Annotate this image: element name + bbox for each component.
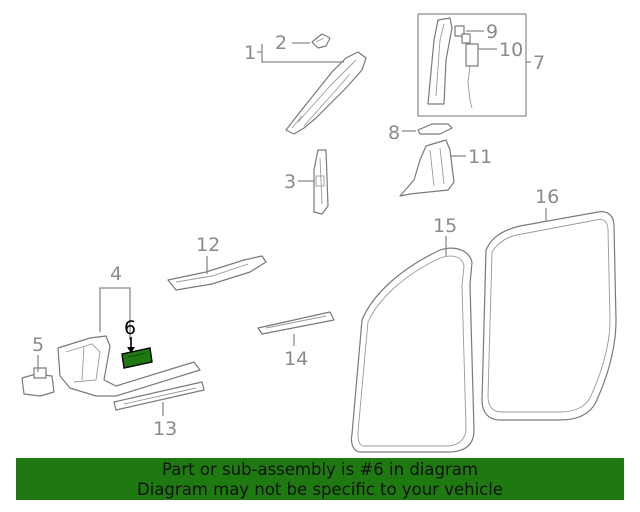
callout-5[interactable]: 5: [32, 334, 44, 356]
part-9-clip[interactable]: [454, 25, 471, 44]
part-6-highlighted[interactable]: [121, 347, 153, 369]
callout-4[interactable]: 4: [110, 263, 122, 285]
inset-box: [417, 13, 527, 117]
part-5-clip[interactable]: [21, 367, 55, 397]
part-8-bracket[interactable]: [417, 123, 453, 135]
callout-10[interactable]: 10: [499, 39, 523, 61]
callout-2[interactable]: 2: [275, 32, 287, 54]
part-16-rear-door-seal[interactable]: [481, 211, 617, 421]
part-1-a-pillar-trim[interactable]: [285, 51, 367, 135]
callout-11[interactable]: 11: [468, 146, 492, 168]
callout-3[interactable]: 3: [284, 171, 296, 193]
part-12-scuff-plate[interactable]: [167, 255, 267, 291]
banner-line-1: Part or sub-assembly is #6 in diagram: [162, 460, 478, 479]
callout-6[interactable]: 6: [124, 317, 136, 339]
callout-12[interactable]: 12: [196, 234, 220, 256]
callout-14[interactable]: 14: [284, 348, 308, 370]
leader-6-arrowhead: [127, 347, 135, 353]
callout-8[interactable]: 8: [388, 122, 400, 144]
part-4-rocker-trim[interactable]: [57, 335, 201, 397]
part-2-clip[interactable]: [311, 33, 331, 49]
part-3-pillar-trim[interactable]: [313, 149, 329, 215]
part-15-front-door-seal[interactable]: [350, 247, 475, 453]
part-13-sill-plate[interactable]: [113, 381, 205, 411]
leader-1: [257, 44, 344, 63]
callout-16[interactable]: 16: [535, 186, 559, 208]
part-inset-pillar[interactable]: [427, 17, 453, 105]
callout-1[interactable]: 1: [244, 42, 256, 64]
part-11-lower-trim[interactable]: [399, 139, 455, 197]
info-banner: Part or sub-assembly is #6 in diagram Di…: [16, 458, 624, 500]
callout-13[interactable]: 13: [153, 418, 177, 440]
callout-15[interactable]: 15: [433, 215, 457, 237]
leader-4: [99, 287, 131, 340]
banner-line-2: Diagram may not be specific to your vehi…: [137, 480, 503, 499]
parts-diagram: 1 2 3 9 10 7 8 11: [21, 13, 617, 453]
callout-7[interactable]: 7: [533, 52, 545, 74]
callout-9[interactable]: 9: [486, 21, 498, 43]
part-14-scuff-plate[interactable]: [257, 311, 335, 335]
part-10-bracket[interactable]: [465, 43, 479, 109]
